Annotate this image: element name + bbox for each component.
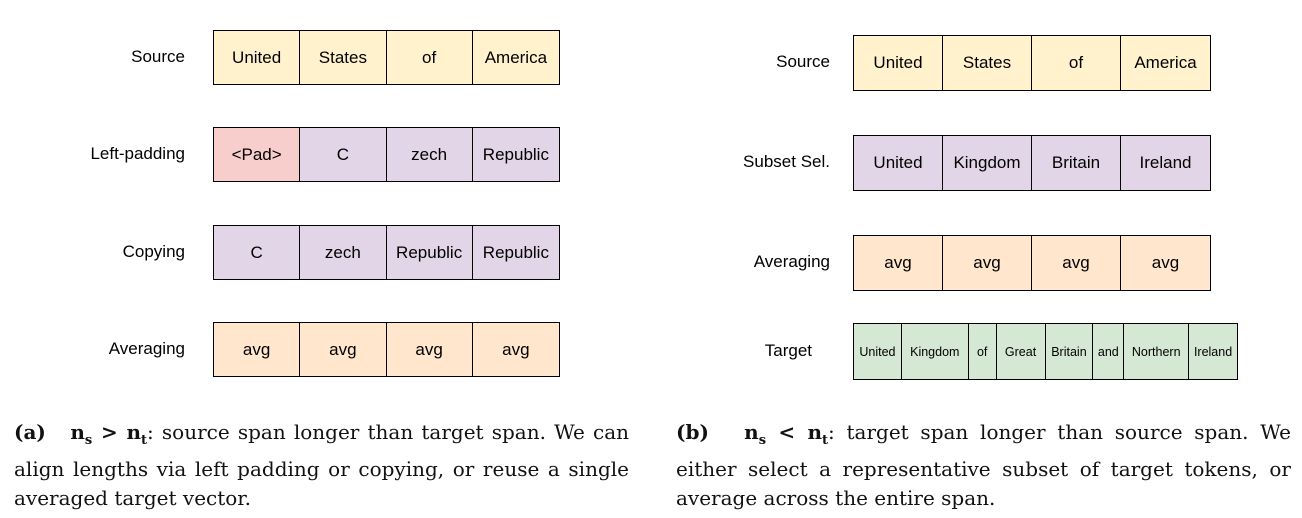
- token-cell: zech: [300, 226, 387, 279]
- math-sub: t: [822, 433, 829, 448]
- caption-tag: (b): [676, 420, 709, 444]
- token-cell: Northern: [1124, 324, 1190, 379]
- token-cell: of: [968, 324, 997, 379]
- token-cell: of: [386, 31, 473, 84]
- token-cell: avg: [214, 323, 301, 376]
- token-cell: America: [1121, 36, 1210, 90]
- token-cell: Britain: [1045, 324, 1094, 379]
- token-cell: United: [214, 31, 301, 84]
- token-cell: Kingdom: [943, 136, 1032, 190]
- token-cell: avg: [1121, 236, 1210, 290]
- row-label: Source: [131, 47, 185, 66]
- token-cell: States: [943, 36, 1032, 90]
- token-cell: zech: [386, 128, 473, 181]
- token-cell: United: [854, 36, 943, 90]
- token-cell: States: [300, 31, 387, 84]
- token-cell: America: [472, 31, 559, 84]
- token-cell: of: [1032, 36, 1121, 90]
- token-cell: avg: [854, 236, 943, 290]
- token-cell: Kingdom: [901, 324, 969, 379]
- caption-panel_b: (b) ns < nt: target span longer than sou…: [676, 418, 1291, 513]
- row-label: Target: [764, 341, 812, 360]
- token-cell: Great: [996, 324, 1046, 379]
- math: n: [70, 420, 85, 444]
- token-cell: United: [854, 324, 902, 379]
- row-label: Subset Sel.: [743, 152, 830, 171]
- caption-tag: (a): [14, 420, 46, 444]
- token-cell: Ireland: [1121, 136, 1210, 190]
- row-label: Averaging: [108, 339, 185, 358]
- token-cell: avg: [943, 236, 1032, 290]
- token-cell: C: [300, 128, 387, 181]
- row-label: Copying: [122, 242, 185, 261]
- token-cell: Republic: [386, 226, 473, 279]
- caption-text: : target span longer than source span. W…: [676, 420, 1291, 510]
- math: n: [807, 420, 823, 444]
- token-cell: Republic: [472, 226, 559, 279]
- token-cell: C: [214, 226, 301, 279]
- row-label: Left-padding: [90, 144, 185, 163]
- caption-panel_a: (a) ns > nt: source span longer than tar…: [14, 418, 629, 513]
- token-cell: United: [854, 136, 943, 190]
- token-cell: Republic: [472, 128, 559, 181]
- math-sub: t: [141, 433, 148, 448]
- math: n: [744, 420, 759, 444]
- token-cell: avg: [472, 323, 559, 376]
- math-op: >: [100, 420, 118, 444]
- caption-text: : source span longer than target span. W…: [14, 420, 629, 510]
- token-cell: avg: [300, 323, 387, 376]
- row-label: Source: [776, 52, 830, 71]
- math-op: <: [778, 420, 796, 444]
- math-sub: s: [84, 433, 93, 448]
- token-cell: avg: [1032, 236, 1121, 290]
- token-cell: and: [1093, 324, 1125, 379]
- math-sub: s: [758, 433, 767, 448]
- token-cell: Ireland: [1189, 324, 1237, 379]
- token-cell: <Pad>: [214, 128, 301, 181]
- math: n: [126, 420, 142, 444]
- token-cell: avg: [386, 323, 473, 376]
- token-cell: Britain: [1032, 136, 1121, 190]
- row-label: Averaging: [753, 252, 830, 271]
